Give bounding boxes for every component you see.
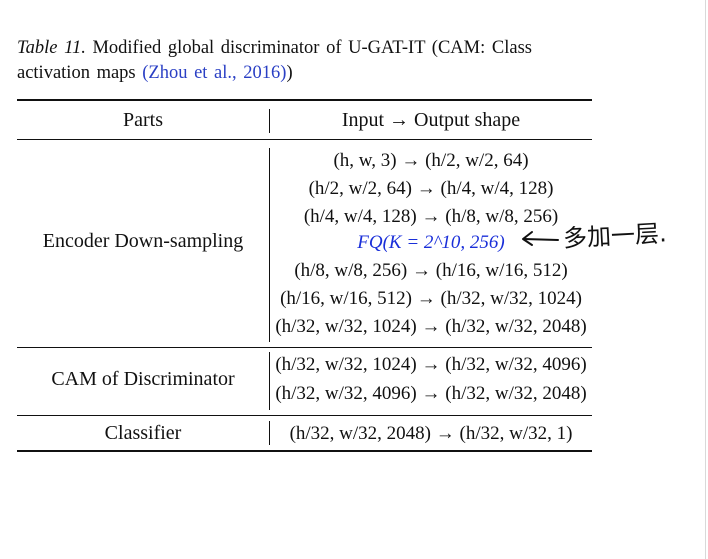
cam-separator <box>269 352 270 410</box>
classifier-separator <box>269 421 270 445</box>
encoder-separator <box>269 148 270 342</box>
shape-row: (h, w, 3) → (h/2, w/2, 64) <box>333 150 529 171</box>
section-label-classifier: Classifier <box>104 422 182 444</box>
section-rule-2 <box>17 415 592 416</box>
shape-row: (h/32, w/32, 2048) → (h/32, w/32, 1) <box>289 423 573 444</box>
shape-row: (h/16, w/16, 512) → (h/32, w/32, 1024) <box>280 288 582 309</box>
header-parts: Parts <box>123 109 163 131</box>
shape-row: (h/32, w/32, 1024) → (h/32, w/32, 2048) <box>275 316 587 337</box>
shape-row: (h/32, w/32, 4096) → (h/32, w/32, 2048) <box>275 383 587 404</box>
header-shape: Input → Output shape <box>341 109 521 131</box>
header-separator <box>269 109 270 133</box>
top-rule <box>17 99 592 101</box>
section-rule-1 <box>17 347 592 348</box>
caption-tail: ) <box>286 63 293 83</box>
header-rule <box>17 139 592 140</box>
bottom-rule <box>17 450 592 452</box>
section-label-cam: CAM of Discriminator <box>51 368 235 390</box>
shape-row: (h/4, w/4, 128) → (h/8, w/8, 256) <box>303 206 559 227</box>
shape-row-added-layer: FQ(K = 2^10, 256) <box>357 232 505 253</box>
section-label-encoder: Encoder Down-sampling <box>42 230 244 252</box>
table-caption: Table 11. Modified global discriminator … <box>17 36 577 86</box>
shape-row: (h/8, w/8, 256) → (h/16, w/16, 512) <box>294 260 568 281</box>
citation-link[interactable]: (Zhou et al., 2016) <box>142 63 287 83</box>
page-edge <box>705 0 706 559</box>
caption-text: Modified global discriminator of U-GAT-I… <box>17 38 532 83</box>
table-label: Table 11. <box>17 38 86 58</box>
handwritten-note: 多加一层. <box>562 219 668 253</box>
annotation-arrow-icon <box>522 231 559 246</box>
shape-row: (h/32, w/32, 1024) → (h/32, w/32, 4096) <box>275 354 587 375</box>
shape-row: (h/2, w/2, 64) → (h/4, w/4, 128) <box>308 178 554 199</box>
